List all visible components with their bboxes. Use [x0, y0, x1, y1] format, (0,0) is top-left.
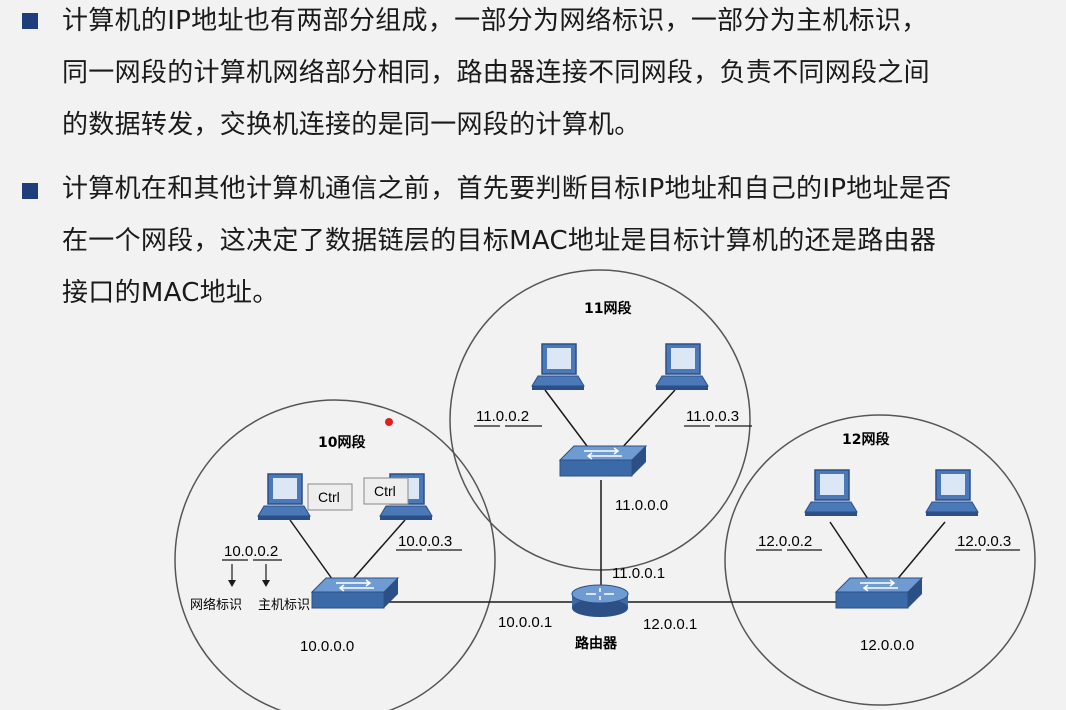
seg12-pc-a	[804, 469, 858, 517]
link-seg11-pc-a	[544, 389, 591, 451]
host-id-label: 主机标识	[258, 598, 310, 613]
router-label: 路由器	[575, 635, 618, 652]
segment-12-boundary	[724, 414, 1036, 706]
seg11-title: 11网段	[584, 300, 631, 317]
bullet-2-line-1: 计算机在和其他计算机通信之前，首先要判断目标IP地址和自己的IP地址是否	[62, 174, 952, 204]
seg10-host-a-ip: 10.0.0.2	[224, 543, 278, 560]
seg12-network: 12.0.0.0	[860, 637, 914, 654]
seg11-network: 11.0.0.0	[615, 497, 668, 514]
pointer-dot	[385, 418, 393, 426]
bullet-1-line-2: 同一网段的计算机网络部分相同，路由器连接不同网段，负责不同网段之间	[62, 58, 930, 88]
seg12-host-b-ip: 12.0.0.3	[957, 533, 1011, 550]
seg11-pc-a	[531, 343, 585, 391]
seg10-switch	[311, 577, 399, 609]
seg12-switch	[835, 577, 923, 609]
link-seg12-pc-b	[894, 521, 946, 583]
bullet-2-line-3: 接口的MAC地址。	[62, 278, 279, 308]
segment-11-boundary	[449, 269, 751, 571]
bullet-1-line-3: 的数据转发，交换机连接的是同一网段的计算机。	[62, 110, 641, 140]
ctrl-key-2-label: Ctrl	[374, 483, 396, 499]
bullet-marker	[22, 13, 38, 29]
seg11-switch	[559, 445, 647, 477]
bullet-2-line-2: 在一个网段，这决定了数据链层的目标MAC地址是目标计算机的还是路由器	[62, 226, 937, 256]
seg10-pc-a	[257, 473, 311, 521]
link-seg10-pc-b	[344, 519, 406, 589]
seg11-pc-b	[655, 343, 709, 391]
router-if-seg12: 12.0.0.1	[643, 616, 697, 633]
network-id-arrow	[228, 564, 236, 587]
bullet-1-line-1: 计算机的IP地址也有两部分组成，一部分为网络标识，一部分为主机标识，	[62, 6, 928, 36]
seg11-host-a-ip: 11.0.0.2	[476, 408, 529, 425]
router-icon	[571, 584, 629, 617]
router-if-seg10: 10.0.0.1	[498, 614, 552, 631]
seg10-title: 10网段	[318, 434, 365, 451]
ctrl-key-2: Ctrl	[363, 477, 409, 505]
seg10-host-b-ip: 10.0.0.3	[398, 533, 452, 550]
link-seg11-pc-b	[619, 389, 676, 451]
link-seg12-pc-a	[829, 521, 871, 583]
seg12-title: 12网段	[842, 431, 889, 448]
seg11-host-b-ip: 11.0.0.3	[686, 408, 739, 425]
seg12-host-a-ip: 12.0.0.2	[758, 533, 812, 550]
host-id-arrow	[262, 564, 270, 587]
seg12-pc-b	[925, 469, 979, 517]
segment-10-boundary	[174, 399, 496, 710]
router-if-seg11: 11.0.0.1	[612, 565, 665, 582]
seg10-network: 10.0.0.0	[300, 638, 354, 655]
ctrl-key-1-label: Ctrl	[318, 489, 340, 505]
ctrl-key-1: Ctrl	[307, 483, 353, 511]
bullet-marker	[22, 183, 38, 199]
network-id-label: 网络标识	[190, 597, 242, 613]
